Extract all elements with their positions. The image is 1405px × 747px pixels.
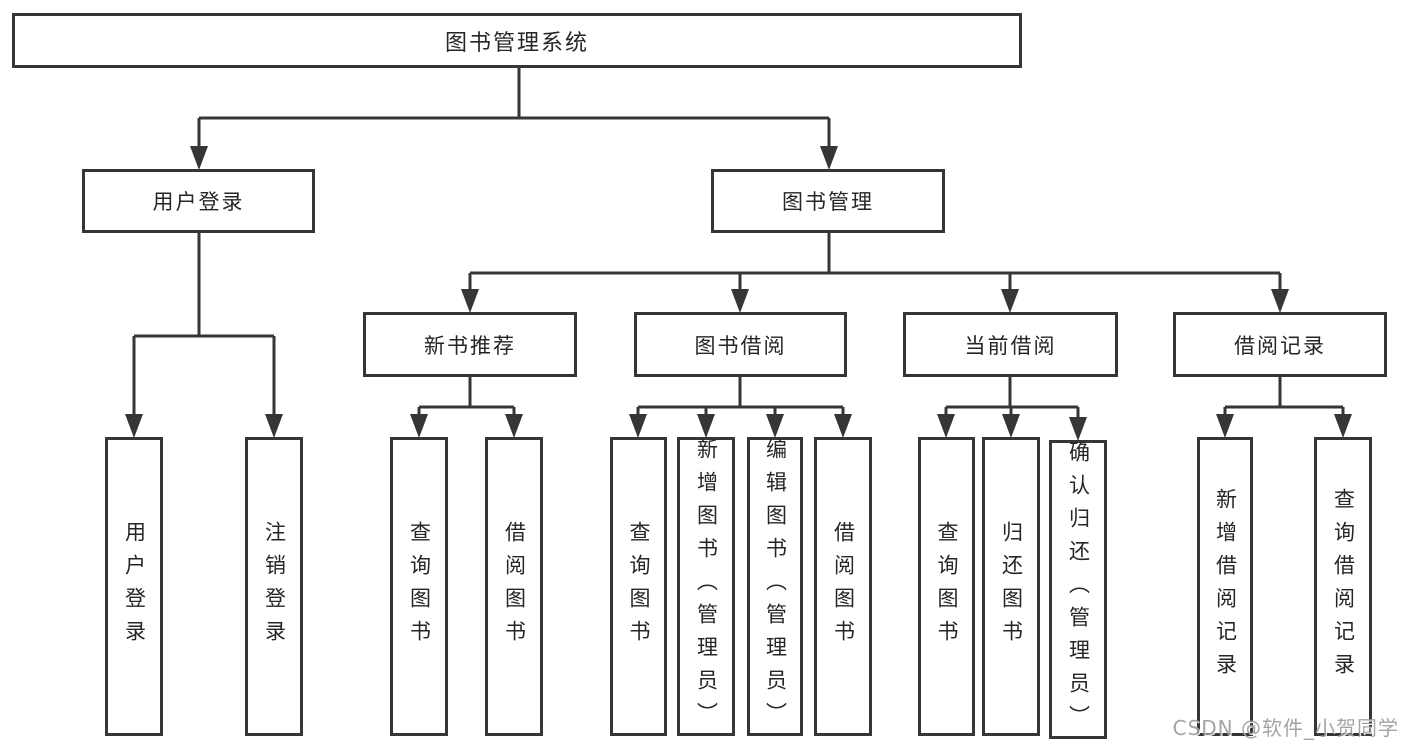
node-bb-edit-books-admin-label: 编辑图书（管理员） bbox=[763, 438, 788, 735]
node-cb-query-books: 查询图书 bbox=[918, 437, 975, 736]
node-cb-query-books-label: 查询图书 bbox=[935, 520, 959, 653]
node-nb-borrow-books-label: 借阅图书 bbox=[502, 520, 527, 653]
csdn-watermark: CSDN @软件_小贺同学 bbox=[1172, 716, 1399, 740]
node-cb-confirm-return-admin-label: 确认归还（管理员） bbox=[1066, 441, 1091, 738]
node-cb-return-books: 归还图书 bbox=[982, 437, 1040, 736]
node-book-management-label: 图书管理 bbox=[782, 190, 874, 214]
node-current-borrow: 当前借阅 bbox=[903, 312, 1118, 377]
node-logout-leaf-label: 注销登录 bbox=[262, 520, 287, 653]
node-new-book-recommend-label: 新书推荐 bbox=[424, 333, 516, 358]
node-user-login: 用户登录 bbox=[82, 169, 315, 233]
node-bb-borrow-books: 借阅图书 bbox=[814, 437, 872, 736]
node-br-query-record-label: 查询借阅记录 bbox=[1331, 487, 1356, 686]
connector-bookmgmt-children bbox=[468, 233, 1282, 291]
node-bb-edit-books-admin: 编辑图书（管理员） bbox=[747, 437, 803, 736]
node-br-add-record: 新增借阅记录 bbox=[1197, 437, 1253, 736]
node-cb-confirm-return-admin: 确认归还（管理员） bbox=[1049, 440, 1107, 739]
node-nb-query-books-label: 查询图书 bbox=[407, 520, 432, 653]
node-book-borrow: 图书借阅 bbox=[634, 312, 847, 377]
node-bb-add-books-admin: 新增图书（管理员） bbox=[677, 437, 735, 736]
node-book-management: 图书管理 bbox=[711, 169, 945, 233]
node-user-login-leaf-label: 用户登录 bbox=[122, 520, 147, 653]
node-logout-leaf: 注销登录 bbox=[245, 437, 303, 736]
node-bb-add-books-admin-label: 新增图书（管理员） bbox=[694, 438, 719, 735]
node-bb-borrow-books-label: 借阅图书 bbox=[831, 520, 856, 653]
node-cb-return-books-label: 归还图书 bbox=[999, 520, 1024, 653]
connector-bookborrow-children bbox=[636, 377, 845, 416]
node-root-label: 图书管理系统 bbox=[444, 30, 589, 56]
node-br-add-record-label: 新增借阅记录 bbox=[1213, 487, 1238, 686]
connector-root-children bbox=[197, 68, 831, 150]
node-new-book-recommend: 新书推荐 bbox=[363, 312, 577, 377]
arrowheads bbox=[125, 146, 1352, 441]
node-borrow-records-label: 借阅记录 bbox=[1234, 333, 1326, 358]
connector-currentborrow-children bbox=[944, 377, 1080, 419]
node-nb-query-books: 查询图书 bbox=[390, 437, 448, 736]
node-user-login-label: 用户登录 bbox=[152, 190, 245, 214]
node-borrow-records: 借阅记录 bbox=[1173, 312, 1387, 377]
node-user-login-leaf: 用户登录 bbox=[105, 437, 163, 736]
connector-newbooks-children bbox=[417, 377, 516, 416]
node-root: 图书管理系统 bbox=[12, 13, 1022, 68]
node-book-borrow-label: 图书借阅 bbox=[694, 333, 787, 358]
node-br-query-record: 查询借阅记录 bbox=[1314, 437, 1372, 736]
node-nb-borrow-books: 借阅图书 bbox=[485, 437, 543, 736]
node-bb-query-books: 查询图书 bbox=[610, 437, 667, 736]
connector-borrowrecords-children bbox=[1223, 377, 1345, 416]
node-current-borrow-label: 当前借阅 bbox=[964, 333, 1057, 358]
connector-userlogin-children bbox=[132, 233, 276, 416]
node-bb-query-books-label: 查询图书 bbox=[627, 520, 651, 653]
